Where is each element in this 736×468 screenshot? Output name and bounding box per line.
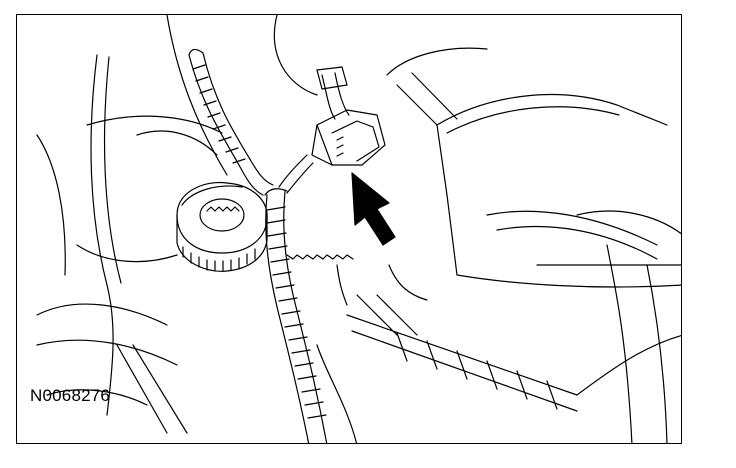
illustration-frame [16, 14, 682, 444]
air-cleaner-housing [316, 47, 681, 443]
figure-code: N0068276 [30, 386, 111, 405]
engine-bay-illustration [36, 15, 681, 443]
left-structure [36, 15, 318, 434]
reservoir-cap [176, 181, 268, 272]
wiring-harness [188, 48, 328, 443]
arrow-icon [351, 172, 396, 246]
electrical-connector [278, 66, 386, 194]
torn-edge [286, 254, 354, 260]
